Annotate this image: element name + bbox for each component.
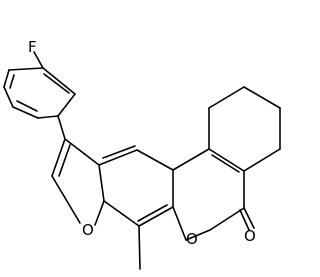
furan-oxygen-label: O: [82, 221, 94, 239]
bond-inner: [137, 204, 168, 222]
bond-carbonyl-a: [243, 207, 255, 229]
bond: [3, 69, 10, 88]
fluorophenyl-ring: [3, 51, 76, 119]
bond-methyl: [138, 225, 141, 270]
bond-inner: [58, 144, 71, 177]
bond-inner: [9, 74, 15, 89]
bond: [57, 93, 76, 117]
bond: [64, 138, 100, 166]
bond: [185, 229, 211, 241]
bond: [94, 200, 105, 226]
bond-inner: [43, 73, 70, 94]
bond-f-c: [33, 51, 44, 69]
bond: [138, 206, 174, 227]
bond: [42, 67, 76, 95]
bond: [209, 207, 245, 231]
bond: [243, 148, 281, 172]
bond-carbonyl-b: [239, 209, 250, 231]
bond-aryl-furan: [57, 115, 66, 140]
bond-inner: [102, 145, 136, 159]
bond: [98, 149, 138, 166]
fluorine-label: F: [28, 38, 37, 56]
bond: [37, 115, 59, 119]
lactone-oxygen-label: O: [186, 230, 198, 248]
bond: [3, 86, 14, 108]
carbonyl-oxygen-label: O: [244, 227, 256, 245]
bond: [103, 200, 140, 227]
bond: [12, 106, 39, 119]
bond: [172, 148, 210, 171]
pyranone-ring: [172, 148, 255, 241]
bond: [136, 149, 174, 171]
molecule-structure-diagram: F O O O: [3, 38, 281, 270]
bond: [208, 148, 245, 172]
bond: [243, 86, 281, 109]
bond: [51, 138, 66, 177]
label-backgrounds: [27, 38, 258, 266]
cyclohexene-ring: [208, 86, 281, 172]
bond-inner: [16, 100, 38, 112]
bond: [51, 175, 81, 224]
bond: [98, 164, 105, 202]
bond: [8, 67, 44, 71]
bond: [208, 86, 245, 109]
bond-inner: [211, 154, 240, 173]
furan-ring: [51, 138, 105, 226]
central-benzene-ring: [98, 145, 174, 227]
bond: [172, 206, 187, 241]
